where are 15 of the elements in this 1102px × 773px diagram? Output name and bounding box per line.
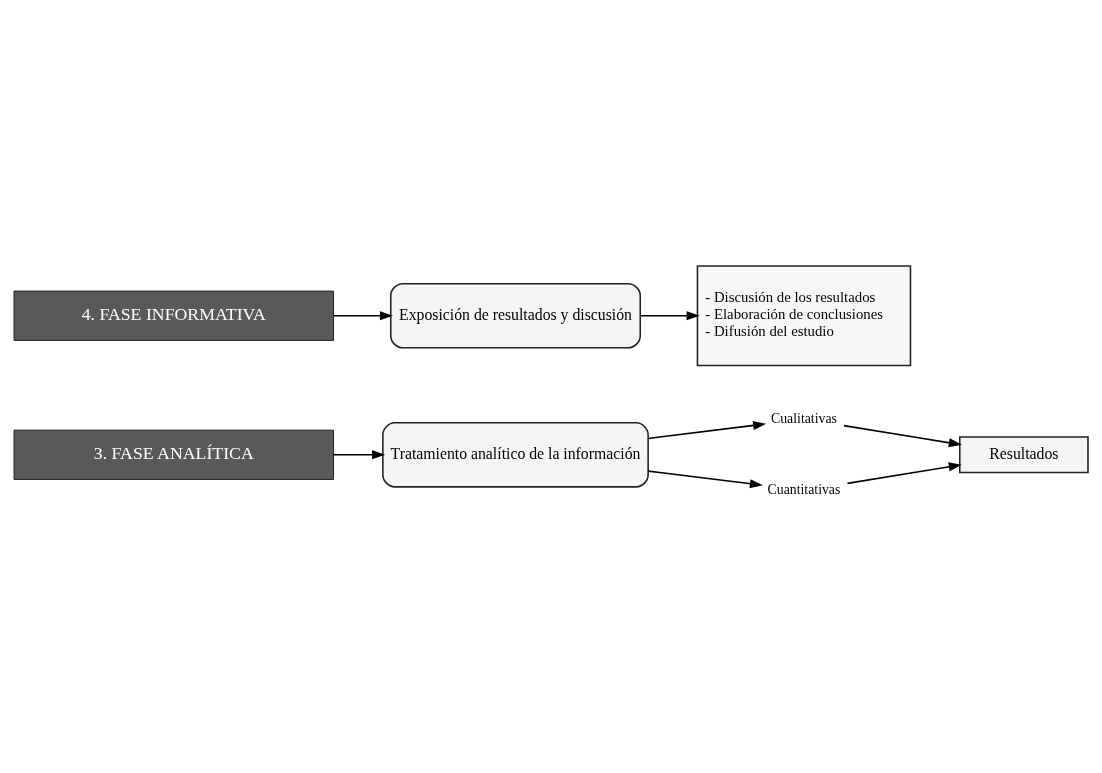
arrow [639,310,700,320]
arrow [846,461,962,484]
node-text: Cualitativas [771,410,837,426]
arrow [647,469,763,488]
node-box: Tratamiento analítico de la información [382,421,649,488]
node-box: - Discusión de los resultados - Elaboración de conclusiones - Difusión del estudio [696,264,912,366]
arrow [647,420,767,439]
node-box: 4. FASE INFORMATIVA [13,290,335,341]
arrow [332,449,386,459]
node-box: 3. FASE ANALÍTICA [13,429,335,480]
arrow [332,310,393,320]
node-text: Cuantitativas [767,481,841,497]
arrow [843,424,962,447]
node-box: Exposición de resultados y discusión [389,282,642,349]
node-box: Resultados [959,435,1089,473]
